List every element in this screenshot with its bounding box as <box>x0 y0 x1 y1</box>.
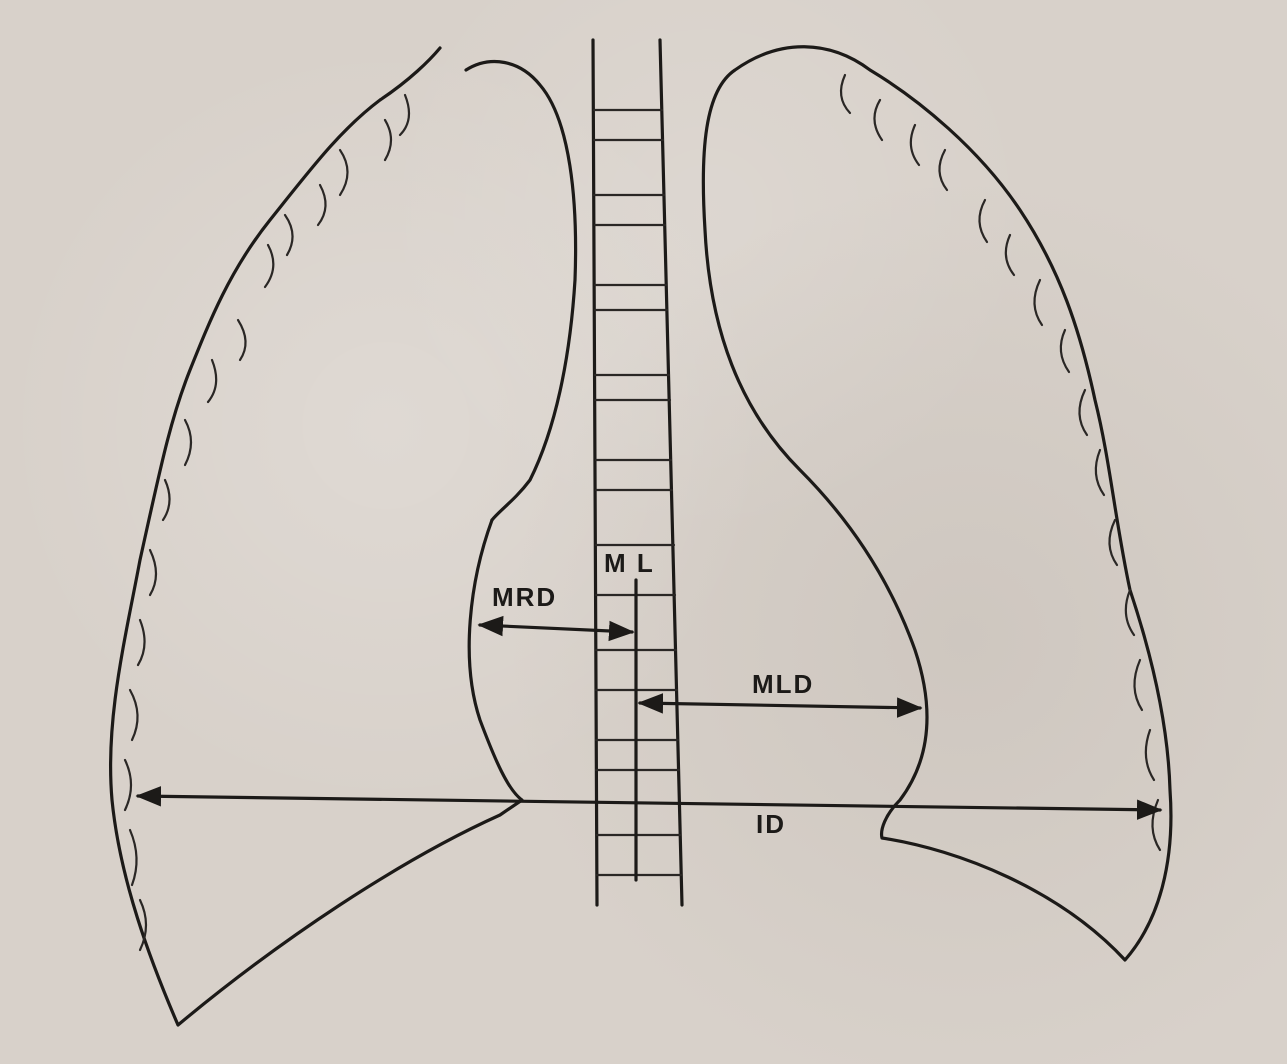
left-lung-ribs <box>841 75 1160 850</box>
label-mrd: MRD <box>492 582 557 612</box>
label-id: ID <box>756 809 786 839</box>
id-arrow <box>138 796 1160 810</box>
label-ml: M L <box>604 548 655 578</box>
label-mld: MLD <box>752 669 814 699</box>
mld-arrow <box>640 703 920 708</box>
right-lung-outline <box>111 48 522 1025</box>
right-lung-apex <box>466 62 576 520</box>
mrd-arrow <box>480 625 632 632</box>
